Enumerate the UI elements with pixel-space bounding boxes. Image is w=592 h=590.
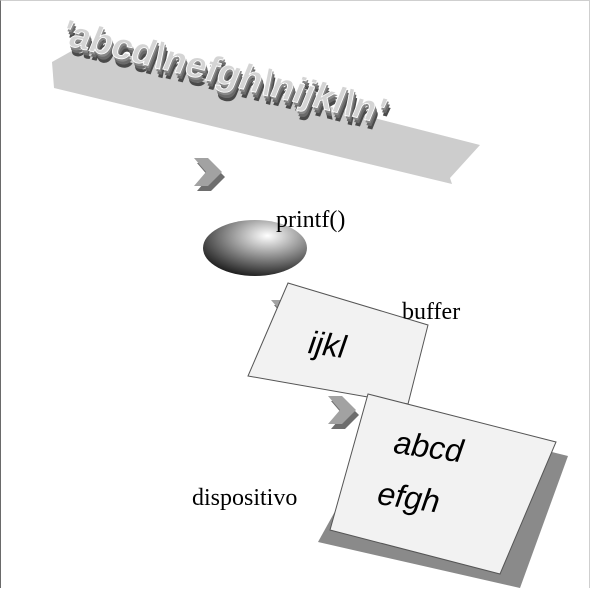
- device-sheet: [329, 393, 557, 575]
- printf-function-node: [203, 220, 307, 276]
- buffer-content: ijkl: [306, 324, 349, 365]
- string-floor: [52, 44, 480, 184]
- arrow-icon: [328, 396, 359, 429]
- buffer-label: buffer: [402, 299, 461, 325]
- arrow-icon: [194, 158, 225, 191]
- device-label: dispositivo: [192, 485, 298, 511]
- device-line-2: efgh: [375, 475, 442, 519]
- printf-label: printf(): [276, 207, 346, 233]
